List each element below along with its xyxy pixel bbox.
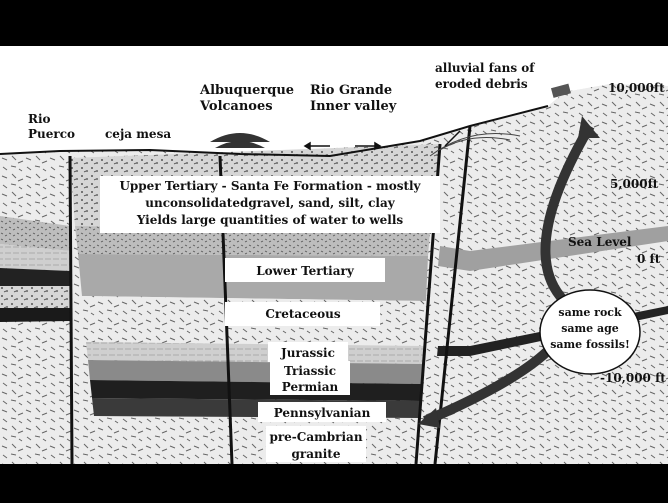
upper-tertiary-line-1: Upper Tertiary - Santa Fe Formation - mo… <box>119 179 421 193</box>
sea-level-label: Sea Level <box>568 235 632 249</box>
jurassic-label: Jurassic <box>280 346 335 360</box>
permian-label: Permian <box>282 380 339 394</box>
albuquerque-label-1: Albuquerque <box>199 83 294 98</box>
pennsylvanian-label: Pennsylvanian <box>274 406 371 420</box>
rio-puerco-label-1: Rio <box>28 112 51 126</box>
elevation-neg10000-label: -10,000 ft <box>600 371 666 385</box>
cretaceous-label: Cretaceous <box>265 307 340 321</box>
elevation-5000-label: 5,000ft <box>610 177 659 191</box>
pre-cambrian-label-1: pre-Cambrian <box>269 430 362 444</box>
callout-line-1: same rock <box>558 306 622 319</box>
upper-tertiary-line-3: Yields large quantities of water to well… <box>136 213 404 227</box>
rio-grande-label-1: Rio Grande <box>310 83 392 98</box>
albuquerque-label-2: Volcanoes <box>199 99 273 114</box>
cross-section-svg: Rio Puerco ceja mesa Albuquerque Volcano… <box>0 46 668 464</box>
callout-line-3: same fossils! <box>550 338 630 351</box>
lower-tertiary-label: Lower Tertiary <box>256 264 355 278</box>
alluvial-label-2: eroded debris <box>435 77 528 91</box>
pre-cambrian-label-2: granite <box>292 447 341 461</box>
callout-line-2: same age <box>561 322 619 335</box>
west-block-layers <box>0 216 70 322</box>
elevation-10000-label: 10,000ft <box>608 81 665 95</box>
triassic-label: Triassic <box>284 364 336 378</box>
rio-puerco-label-2: Puerco <box>28 127 75 141</box>
alluvial-label-1: alluvial fans of <box>435 61 535 75</box>
rio-grande-label-2: Inner valley <box>310 99 397 114</box>
upper-tertiary-line-2: unconsolidatedgravel, sand, silt, clay <box>145 196 396 210</box>
ceja-mesa-label: ceja mesa <box>105 127 171 141</box>
elevation-0-label: 0 ft <box>637 252 661 266</box>
geologic-cross-section: Rio Puerco ceja mesa Albuquerque Volcano… <box>0 46 668 464</box>
